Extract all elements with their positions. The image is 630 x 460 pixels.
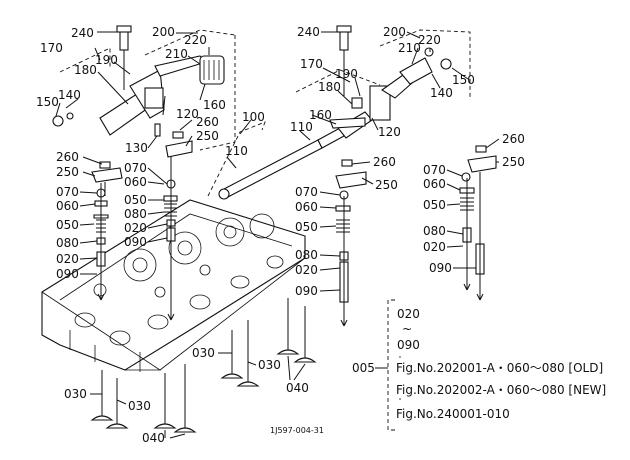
callout-110-right: 110 (290, 120, 313, 134)
callout-070-right-inner: 070 (295, 185, 318, 199)
callout-240-right: 240 (297, 25, 320, 39)
reference-bracket (375, 299, 401, 431)
ref-fig-old: Fig.No.202001-A・060～080 [OLD] (396, 361, 603, 375)
callout-030-rear-a: 030 (192, 346, 215, 360)
callout-030-front-a: 030 (64, 387, 87, 401)
callout-120-left: 120 (176, 107, 199, 121)
callout-250-left-outer: 250 (56, 165, 79, 179)
callout-150-right: 150 (452, 73, 475, 87)
callout-250-right-inner: 250 (375, 178, 398, 192)
rocker-cap-left-a (91, 161, 123, 196)
callout-080-right-inner: 080 (295, 248, 318, 262)
ref-fig-other: Fig.No.240001-010 (396, 407, 510, 421)
callout-050-right-inner: 050 (295, 220, 318, 234)
callout-030-front-b: 030 (128, 399, 151, 413)
callout-070-left-inner: 070 (124, 161, 147, 175)
callout-090-left-outer: 090 (56, 267, 79, 281)
callout-080-right-outer: 080 (423, 224, 446, 238)
callout-060-left-outer: 060 (56, 199, 79, 213)
guide-arrows (97, 283, 484, 327)
rocker-assembly-right (329, 25, 452, 139)
callout-180-left: 180 (74, 63, 97, 77)
ref-range-start: 020 (397, 307, 420, 321)
callout-040-rear: 040 (286, 381, 309, 395)
rocker-cap-left-b (165, 131, 193, 158)
callout-220-right: 220 (418, 33, 441, 47)
callout-260-left-inner: 260 (196, 115, 219, 129)
cylinder-head (41, 199, 306, 372)
group-box-200-right (379, 29, 471, 100)
callout-110-left: 110 (225, 144, 248, 158)
callout-130-left: 130 (125, 141, 148, 155)
callout-190-left: 190 (95, 53, 118, 67)
callout-labels: 240 200 220 210 170 190 180 160 150 140 … (36, 25, 525, 445)
callout-090-left-inner: 090 (124, 235, 147, 249)
callout-060-right-outer: 060 (423, 177, 446, 191)
callout-050-right-outer: 050 (423, 198, 446, 212)
callout-240-left: 240 (71, 26, 94, 40)
group-box-rocker-left (199, 35, 236, 151)
callout-020-left-outer: 020 (56, 252, 79, 266)
callout-170-right: 170 (300, 57, 323, 71)
rocker-assembly-left (52, 25, 225, 137)
callout-080-left-outer: 080 (56, 236, 79, 250)
callout-060-left-inner: 060 (124, 175, 147, 189)
ref-range-tilde: ~ (402, 322, 412, 336)
callout-120-right: 120 (378, 125, 401, 139)
callout-260-right-inner: 260 (373, 155, 396, 169)
callout-140-left: 140 (58, 88, 81, 102)
callout-220-left: 220 (184, 33, 207, 47)
callout-020-left-inner: 020 (124, 221, 147, 235)
callout-090-right-outer: 090 (429, 261, 452, 275)
callout-260-right-outer: 260 (502, 132, 525, 146)
valve-set-front (90, 364, 197, 433)
callout-170-left: 170 (40, 41, 63, 55)
callout-060-right-inner: 060 (295, 200, 318, 214)
callout-210-right: 210 (398, 41, 421, 55)
valve-stack-left-inner (163, 150, 178, 320)
callout-090-right-inner: 090 (295, 284, 318, 298)
callout-200-right: 200 (383, 25, 406, 39)
callout-190-right: 190 (335, 67, 358, 81)
callout-050-left-outer: 050 (56, 218, 79, 232)
ref-range-end: 090 (397, 338, 420, 352)
ref-callout-005: 005 (352, 361, 375, 375)
leader-lines (55, 31, 500, 439)
callout-200-left: 200 (152, 25, 175, 39)
callout-160-right: 160 (309, 108, 332, 122)
callout-260-left-outer: 260 (56, 150, 79, 164)
valve-stack-left-outer (93, 183, 109, 300)
callout-100: 100 (242, 110, 265, 124)
ref-fig-new: Fig.No.202002-A・060～080 [NEW] (396, 383, 606, 397)
valve-stack-right-outer (459, 145, 497, 300)
valve-stack-right-inner (335, 159, 367, 326)
callout-140-right: 140 (430, 86, 453, 100)
callout-180-right: 180 (318, 80, 341, 94)
rocker-shaft (207, 121, 345, 200)
reference-note: 020 ~ 090 005 Fig.No.202001-A・060～080 [O… (352, 307, 606, 421)
valve-set-rear (220, 298, 317, 387)
drawing-code: 1J597-004-31 (270, 426, 324, 435)
callout-040-front: 040 (142, 431, 165, 445)
group-box-170-right (295, 69, 381, 93)
callout-070-right-outer: 070 (423, 163, 446, 177)
callout-210-left: 210 (165, 47, 188, 61)
callout-250-left-inner: 250 (196, 129, 219, 143)
callout-160-left: 160 (203, 98, 226, 112)
callout-020-right-outer: 020 (423, 240, 446, 254)
callout-080-left-inner: 080 (124, 207, 147, 221)
callout-020-right-inner: 020 (295, 263, 318, 277)
callout-030-rear-b: 030 (258, 358, 281, 372)
callout-250-right-outer: 250 (502, 155, 525, 169)
callout-150-left: 150 (36, 95, 59, 109)
callout-050-left-inner: 050 (124, 193, 147, 207)
callout-070-left-outer: 070 (56, 185, 79, 199)
